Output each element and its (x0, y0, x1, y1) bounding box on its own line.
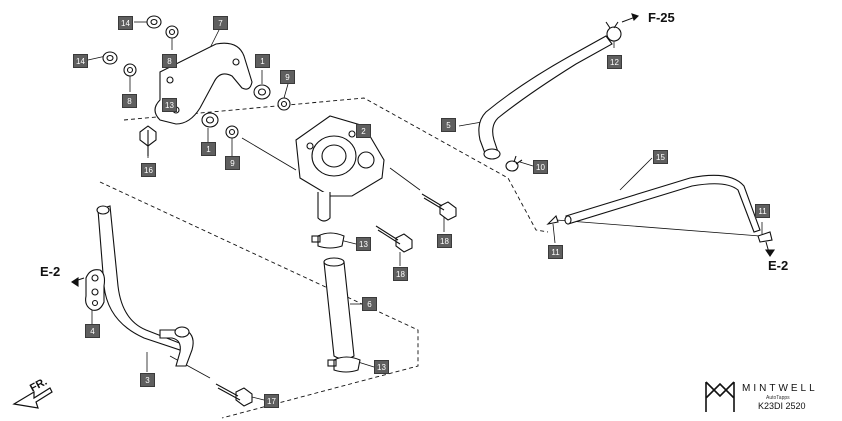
callout-1-upper: 1 (255, 54, 270, 68)
callout-13-clamp-upper: 13 (356, 237, 371, 251)
reference-e2-right[interactable]: E-2 (768, 258, 789, 273)
callout-18-lower: 18 (393, 267, 408, 281)
callout-3: 3 (140, 373, 155, 387)
callout-17: 17 (264, 394, 279, 408)
clamp-12 (606, 26, 622, 42)
washer-8-upper (165, 25, 179, 39)
clamp-10 (505, 160, 519, 172)
brand-subtext: AutoTapps (766, 395, 790, 401)
callout-8-upper: 8 (162, 54, 177, 68)
callout-15: 15 (653, 150, 668, 164)
collar-9-lower (225, 125, 239, 139)
hose-5 (478, 35, 613, 157)
callout-11-right: 11 (755, 204, 770, 218)
brand-watermark: MINTWELL AutoTapps (702, 378, 832, 414)
collar-14-upper (146, 15, 162, 29)
bolt-18-lower (395, 233, 413, 253)
front-arrow (12, 387, 53, 409)
collar-14-lower (102, 51, 118, 65)
grommet-1-lower (201, 112, 219, 128)
gasket-4 (85, 269, 106, 311)
callout-16: 16 (141, 163, 156, 177)
callout-9-lower: 9 (225, 156, 240, 170)
bolt-18-upper (439, 201, 457, 221)
callout-12: 12 (607, 55, 622, 69)
callout-9-upper: 9 (280, 70, 295, 84)
callout-8-lower: 8 (122, 94, 137, 108)
reference-e2-left[interactable]: E-2 (40, 264, 61, 279)
brand-logo-icon (705, 381, 735, 412)
clamp-13-lower (333, 356, 361, 373)
grommet-1-upper (253, 84, 271, 100)
leader-lines (87, 21, 763, 401)
callout-4: 4 (85, 324, 100, 338)
callout-18-upper: 18 (437, 234, 452, 248)
callout-7: 7 (213, 16, 228, 30)
callout-10: 10 (533, 160, 548, 174)
assembly-boundary-lower (99, 181, 419, 419)
clamp-13-upper (317, 232, 345, 249)
diagram-code: K23DI 2520 (758, 401, 806, 411)
callout-13-clamp-lower: 13 (374, 360, 389, 374)
bolt-17 (235, 387, 253, 407)
callout-2: 2 (356, 124, 371, 138)
clip-11-left (546, 214, 559, 225)
pipe-15 (565, 174, 761, 233)
bracket-7 (154, 42, 253, 125)
callout-5: 5 (441, 118, 456, 132)
hose-6 (323, 258, 355, 360)
callout-14-lower: 14 (73, 54, 88, 68)
callout-6: 6 (362, 297, 377, 311)
clip-11-right (757, 231, 773, 243)
callout-1-lower: 1 (201, 142, 216, 156)
callout-11-left: 11 (548, 245, 563, 259)
callout-14-upper: 14 (118, 16, 133, 30)
reference-f25[interactable]: F-25 (648, 10, 675, 25)
brand-name: MINTWELL (742, 383, 818, 394)
callout-13-bracket: 13 (162, 98, 177, 112)
collar-9-upper (277, 97, 291, 111)
washer-8-lower (123, 63, 137, 77)
